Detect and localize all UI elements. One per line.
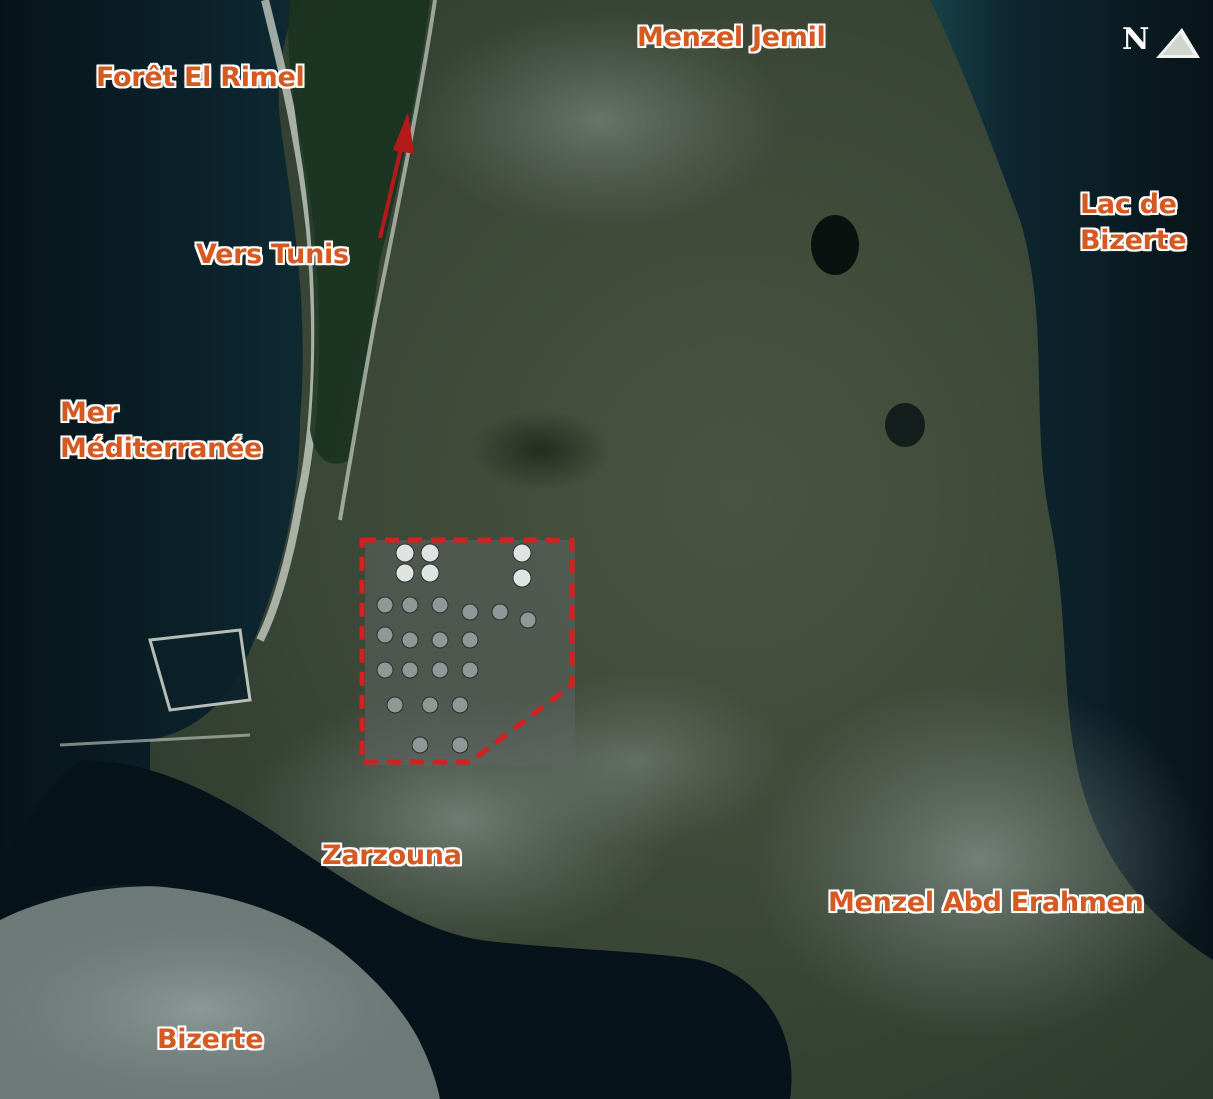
storage-tank (461, 603, 479, 621)
harbour (148, 628, 252, 712)
storage-tank (512, 543, 532, 563)
storage-tank (376, 596, 394, 614)
storage-tank (401, 596, 419, 614)
pond (885, 403, 925, 447)
storage-tank (461, 631, 479, 649)
storage-tank (401, 661, 419, 679)
jetty (59, 733, 251, 747)
pond (811, 215, 859, 275)
bizerte-channel (0, 760, 792, 1099)
label-vers-tunis: Vers Tunis (196, 239, 349, 270)
storage-tank (512, 568, 532, 588)
storage-tank (451, 736, 469, 754)
label-menzel-jemil: Menzel Jemil (637, 22, 826, 53)
storage-tank (395, 543, 415, 563)
storage-tank (431, 631, 449, 649)
storage-tank (376, 661, 394, 679)
label-foret-el-rimel: Forêt El Rimel (96, 62, 305, 93)
storage-tank (461, 661, 479, 679)
forest-el-rimel (288, 0, 430, 464)
direction-arrow-icon (378, 112, 414, 239)
label-bizerte: Bizerte (157, 1024, 264, 1055)
urban-bizerte (0, 920, 400, 1099)
storage-tank (431, 596, 449, 614)
label-lac-de-bizerte: Lac de Bizerte (1080, 189, 1187, 256)
storage-tank (376, 626, 394, 644)
vegetation (470, 410, 610, 490)
urban-menzel-jemil (410, 10, 790, 230)
label-mer-mediterranee: Mer Méditerranée (60, 397, 263, 464)
label-zarzouna: Zarzouna (322, 840, 462, 871)
storage-tank (395, 563, 415, 583)
north-arrow-glyph (1156, 28, 1200, 58)
north-letter: N (1122, 22, 1150, 57)
storage-tank (431, 661, 449, 679)
storage-tank (386, 696, 404, 714)
highlight-boundary (359, 537, 575, 765)
storage-tank (420, 543, 440, 563)
storage-tank (411, 736, 429, 754)
storage-tank (519, 611, 537, 629)
storage-tank (421, 696, 439, 714)
storage-tank (401, 631, 419, 649)
storage-tank (451, 696, 469, 714)
label-menzel-abd-erahmen: Menzel Abd Erahmen (828, 887, 1144, 918)
north-arrow-icon: N (1122, 22, 1202, 64)
storage-tanks (376, 543, 537, 754)
urban-menzel-abd-erahmen (750, 680, 1210, 1040)
storage-tank (491, 603, 509, 621)
storage-tank (420, 563, 440, 583)
